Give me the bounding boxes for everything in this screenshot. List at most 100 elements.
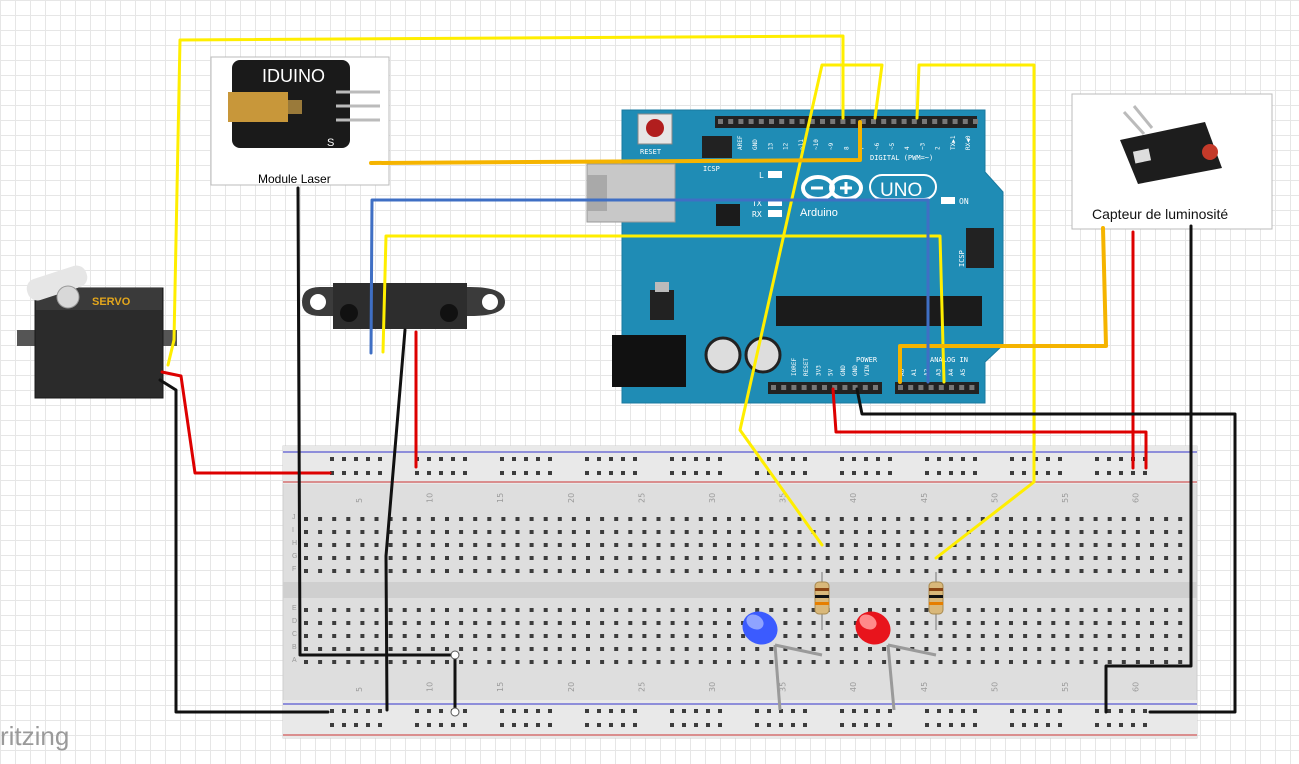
wire-laser-ground [296,186,457,714]
wire-servo-signal [166,34,845,367]
column-number: 45 [920,682,929,692]
column-number: 20 [567,682,576,692]
pin-label: ~5 [889,142,896,150]
pin-label: AREF [737,135,744,150]
wire-light-sensor-ground [1104,224,1193,714]
column-number: 15 [496,493,505,503]
pin-label: 3V3 [815,365,822,376]
wire-light-sensor-signal [898,226,1108,384]
wire-led-blue [738,63,884,547]
row-letter-g: G [292,553,297,560]
icsp2-label: ICSP [958,250,966,267]
column-number: 25 [637,493,646,503]
pin-label: 12 [783,142,790,150]
fritzing-watermark: ritzing [0,721,69,751]
column-number: 5 [355,498,364,503]
resistor-1 [814,572,830,630]
pin-label: 13 [767,142,774,150]
pin-label: GND [840,365,847,376]
rx-label: RX [752,210,762,219]
column-number: 55 [1061,493,1070,503]
wire-laser-signal [369,120,862,165]
pin-label: A1 [911,368,918,376]
pin-label: ~6 [874,142,881,150]
capacitor-2 [744,336,782,374]
pin-label: 2 [935,146,942,150]
tx-label: TX [752,199,762,208]
pin-label: ~10 [813,139,820,150]
breadboard: 5510101515202025253030353540404545505055… [282,445,1198,739]
column-number: 40 [849,493,858,503]
wires [158,34,1237,714]
pin-label: 7 [859,146,866,150]
pin-label: 5V [828,368,835,376]
pin-label: ~3 [919,142,926,150]
column-number: 10 [426,493,435,503]
pin-label: ~9 [828,142,835,150]
laser-pin-label: S [327,137,334,149]
column-number: 15 [496,682,505,692]
column-number: 50 [990,493,999,503]
atmega-chip [776,296,982,326]
on-led-label: ON [959,197,969,206]
column-number: 50 [990,682,999,692]
arduino-name: Arduino [800,207,838,219]
row-letter-a: A [292,657,297,664]
column-number: 30 [708,493,717,503]
icsp-label: ICSP [703,165,720,173]
row-letter-c: C [292,631,297,638]
column-number: 5 [355,687,364,692]
column-number: 60 [1132,493,1141,503]
wire-led-red [915,63,1036,560]
photoresistor [1202,144,1218,160]
pin-label: A0 [899,368,906,376]
servo-label: SERVO [92,296,131,308]
analog-header [895,382,979,394]
column-number: 35 [779,682,788,692]
pin-label: A5 [960,368,967,376]
l-led-label: L [759,171,764,180]
servo-motor: SERVO [17,265,177,399]
pin-label: A4 [948,368,955,376]
uno-label: UNO [880,180,922,201]
servo-horn [26,265,88,301]
voltage-regulator [650,290,674,320]
digital-label: DIGITAL (PWM=~) [870,154,933,162]
pin-label: A3 [936,368,943,376]
reset-label: RESET [640,148,662,156]
column-number: 40 [849,682,858,692]
row-letter-b: B [292,644,297,651]
breadboard-column-numbers: 5510101515202025253030353540404545505055… [355,493,1141,692]
icsp-header-top [702,136,732,158]
pin-label: 4 [904,146,911,150]
wire-ir-ground [384,328,407,712]
power-jack [612,335,686,387]
digital-header [715,116,977,128]
wire-5v [831,387,1148,470]
column-number: 10 [426,682,435,692]
wire-ir-power [369,198,930,384]
row-letter-d: D [292,618,297,625]
icsp-header-right [966,228,994,268]
pin-label: IOREF [791,358,798,376]
analog-label: ANALOG IN [930,356,968,364]
row-letter-h: H [292,540,297,547]
wire-servo-power [160,370,332,475]
column-number: 45 [920,493,929,503]
resistor-2 [928,572,944,630]
column-number: 55 [1061,682,1070,692]
breadboard-holes [304,457,1183,727]
pin-label: ~11 [798,139,805,150]
wire-gnd [855,387,1237,714]
led-blue [742,611,823,711]
column-number: 60 [1132,682,1141,692]
led-red [855,611,937,711]
pin-label: 8 [843,146,850,150]
pin-label: RX◀0 [965,135,972,150]
light-sensor-caption: Capteur de luminosité [1092,206,1228,222]
wire-ir-signal [381,234,946,384]
pin-label: TX▶1 [950,135,957,150]
